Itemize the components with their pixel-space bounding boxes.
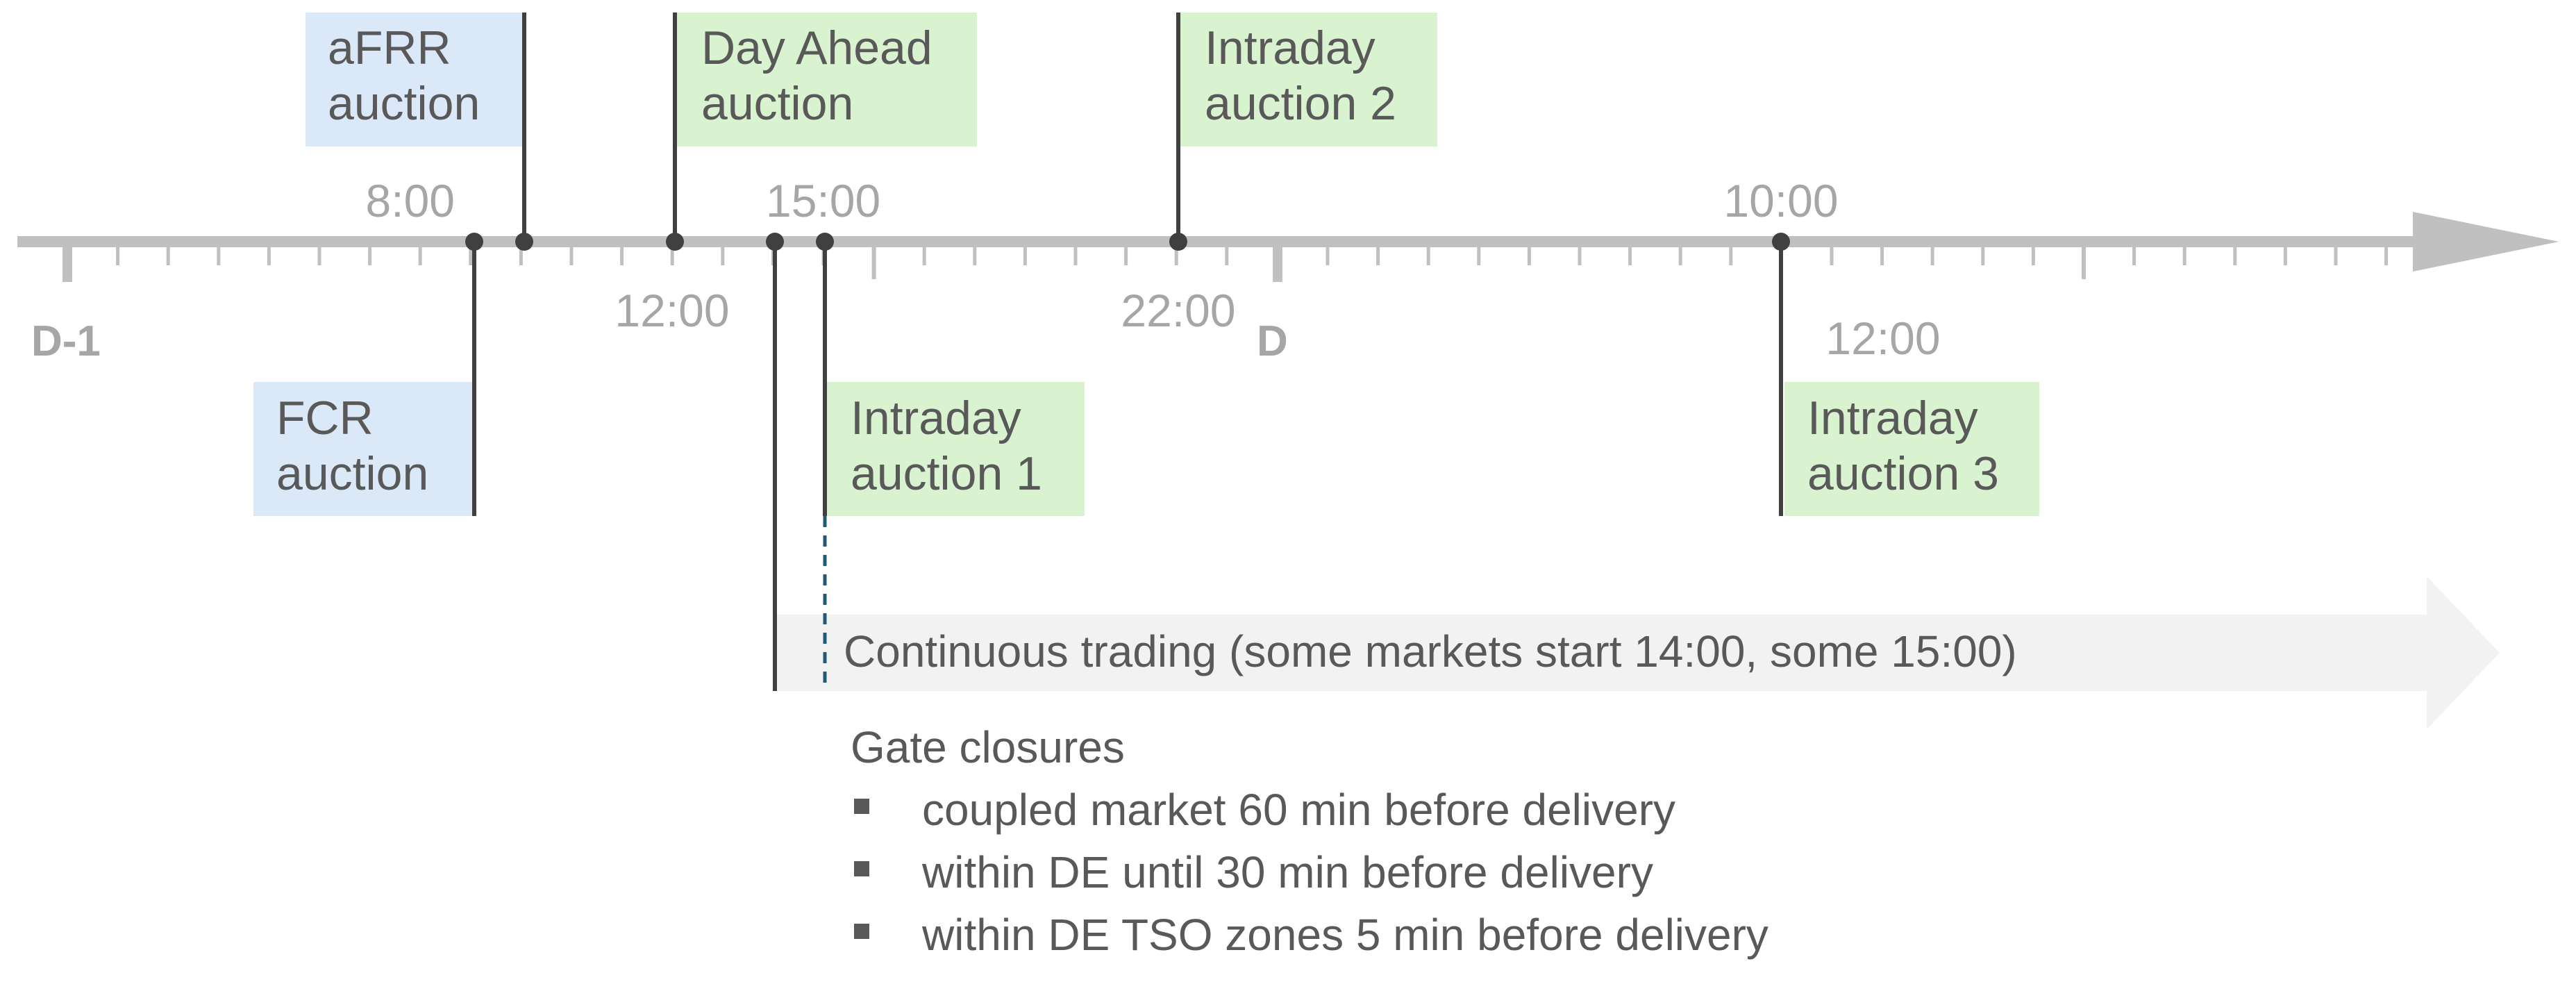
axis-minor-tick [2233, 242, 2237, 265]
intraday-auction-2-box [1180, 13, 1437, 147]
intraday-2-label-line2: auction 2 [1205, 77, 1396, 130]
axis-major-tick [2082, 242, 2086, 279]
axis-minor-tick [1981, 242, 1985, 265]
afrr-auction-box [306, 13, 524, 147]
axis-minor-tick [922, 242, 926, 265]
intraday-auction-3-box [1784, 382, 2039, 516]
axis-minor-tick [1830, 242, 1834, 265]
day-ahead-auction-box [677, 13, 977, 147]
time-label-1200-d: 12:00 [1825, 313, 1940, 364]
axis-minor-tick [469, 242, 473, 265]
intraday-1-label-line2: auction 1 [851, 447, 1042, 500]
axis-minor-tick [1880, 242, 1884, 265]
marker-dots [465, 233, 1790, 251]
afrr-label-line1: aFRR [328, 22, 451, 74]
day-label-d-minus-1: D-1 [31, 317, 101, 365]
axis-minor-tick [1073, 242, 1078, 265]
axis-minor-tick [1527, 242, 1531, 265]
continuous-trading-label: Continuous trading (some markets start 1… [844, 626, 2017, 676]
gate-closures-section: Gate closures coupled market 60 min befo… [851, 722, 1768, 960]
axis-minor-tick [116, 242, 120, 265]
axis-minor-tick [1678, 242, 1682, 265]
intraday-2-label-line1: Intraday [1205, 22, 1375, 74]
day-ahead-label-line2: auction [701, 77, 853, 130]
axis-minor-tick [418, 242, 422, 265]
time-label-0800: 8:00 [366, 175, 455, 226]
intraday-3-label-line1: Intraday [1807, 392, 1978, 444]
axis-minor-tick [1729, 242, 1733, 265]
axis-minor-tick [1376, 242, 1380, 265]
day-start-tick-d-minus-1 [62, 242, 72, 282]
bullet-icon [854, 799, 869, 814]
axis-minor-tick [317, 242, 321, 265]
axis-minor-tick [2182, 242, 2186, 265]
axis-minor-tick [721, 242, 725, 265]
continuous-trading-band [774, 576, 2500, 729]
axis-minor-tick [569, 242, 574, 265]
dot-fcr [465, 233, 483, 251]
time-label-2200: 22:00 [1121, 285, 1235, 336]
axis-ticks [116, 242, 2439, 279]
gate-closure-item: within DE until 30 min before delivery [921, 847, 1653, 897]
time-label-1500: 15:00 [766, 175, 880, 226]
dot-day-ahead [666, 233, 684, 251]
axis-minor-tick [2384, 242, 2389, 265]
axis-minor-tick [2132, 242, 2136, 265]
intraday-3-label-line2: auction 3 [1807, 447, 1999, 500]
axis-major-tick [871, 242, 876, 279]
axis-minor-tick [670, 242, 674, 265]
day-start-tick-d [1273, 242, 1282, 282]
fcr-label-line2: auction [276, 447, 428, 500]
bullet-icon [854, 924, 869, 939]
axis-minor-tick [973, 242, 977, 265]
axis-minor-tick [2334, 242, 2338, 265]
gate-closures-title: Gate closures [851, 722, 1125, 772]
fcr-auction-box [253, 382, 476, 516]
afrr-label-line2: auction [328, 77, 480, 130]
time-label-1000: 10:00 [1723, 175, 1838, 226]
day-label-d: D [1257, 317, 1288, 365]
dot-intraday-2 [1169, 233, 1187, 251]
axis-minor-tick [1325, 242, 1330, 265]
axis-minor-tick [1930, 242, 1934, 265]
fcr-label-line1: FCR [276, 392, 374, 444]
axis-minor-tick [519, 242, 523, 265]
bullet-icon [854, 861, 869, 876]
intraday-auction-1-box [826, 382, 1085, 516]
axis-minor-tick [2283, 242, 2287, 265]
marker-lines [472, 13, 1783, 691]
axis-minor-tick [267, 242, 271, 265]
axis-minor-tick [1124, 242, 1128, 265]
dot-afrr [515, 233, 533, 251]
axis-minor-tick [1578, 242, 1582, 265]
axis-minor-tick [217, 242, 221, 265]
timeline-axis [17, 212, 2559, 282]
axis-minor-tick [1628, 242, 1632, 265]
axis-minor-tick [1426, 242, 1430, 265]
dot-intraday-3 [1772, 233, 1790, 251]
axis-minor-tick [1023, 242, 1027, 265]
axis-minor-tick [1174, 242, 1178, 265]
axis-minor-tick [1225, 242, 1229, 265]
gate-closure-item: within DE TSO zones 5 min before deliver… [921, 910, 1768, 960]
gate-closure-item: coupled market 60 min before delivery [922, 785, 1675, 835]
day-ahead-label-line1: Day Ahead [701, 22, 932, 74]
axis-minor-tick [620, 242, 624, 265]
axis-minor-tick [2031, 242, 2035, 265]
time-label-1200-d-minus-1: 12:00 [614, 285, 729, 336]
axis-minor-tick [368, 242, 372, 265]
axis-minor-tick [2434, 242, 2439, 265]
axis-minor-tick [166, 242, 170, 265]
dot-continuous-start [766, 233, 784, 251]
intraday-1-label-line1: Intraday [851, 392, 1021, 444]
dot-intraday-1 [816, 233, 834, 251]
axis-minor-tick [1477, 242, 1481, 265]
